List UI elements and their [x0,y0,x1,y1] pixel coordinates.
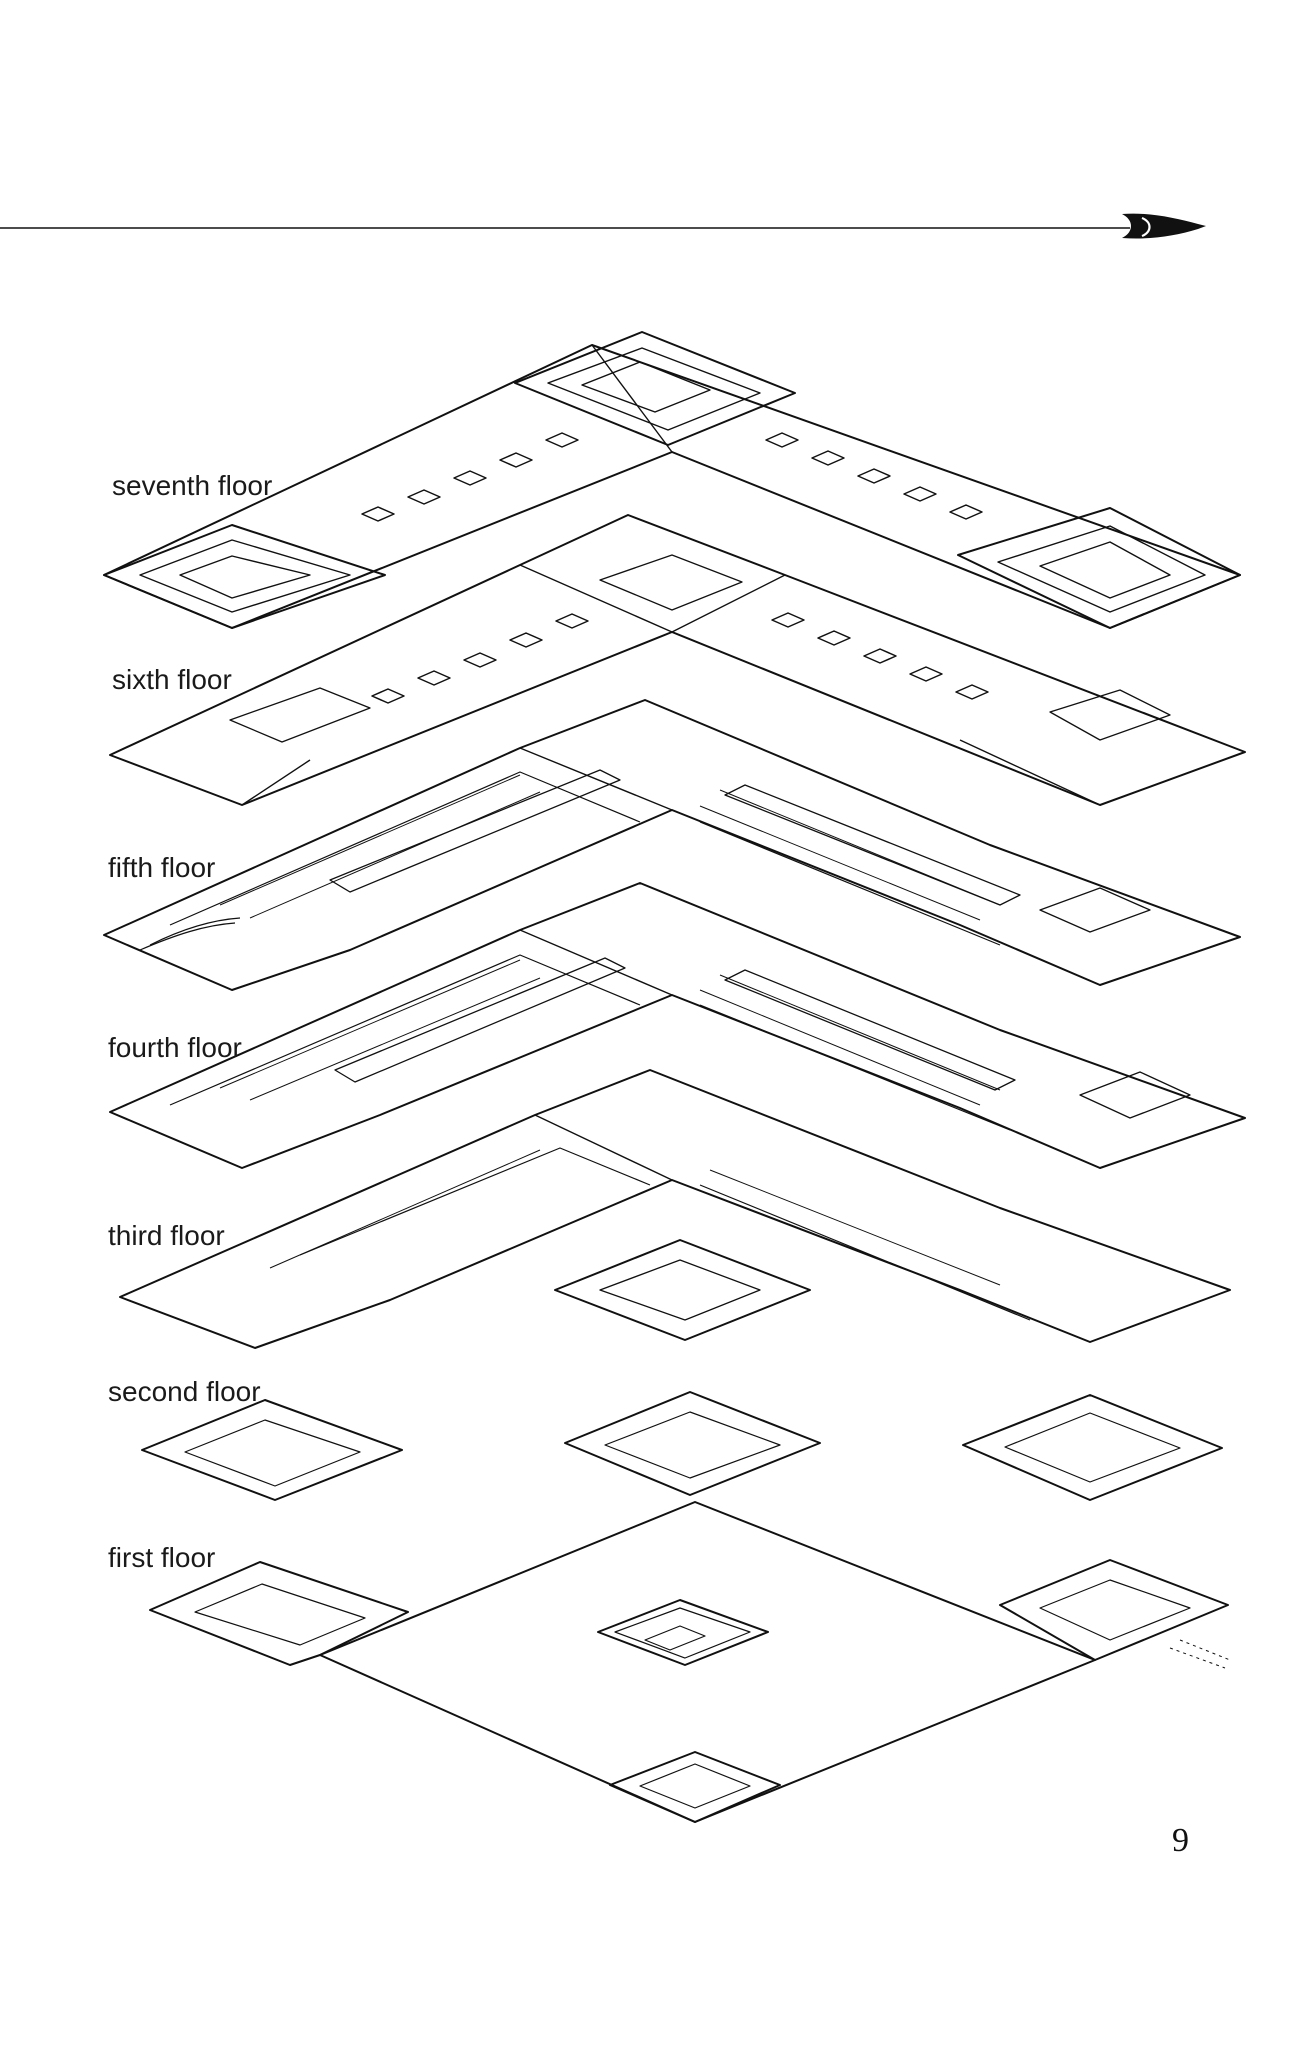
second-floor-plan [141,1391,1223,1501]
first-floor-left-building [149,1561,409,1666]
guard-tower-left [103,524,386,629]
first-floor-plan [149,1501,1231,1823]
seventh-floor-plan [103,331,1241,629]
sixth-floor-plan [109,514,1246,806]
first-floor-guard-tower [597,1599,769,1666]
floor-label-fifth: fifth floor [108,852,216,883]
cell-blocks-third [269,1149,1001,1286]
first-floor-right-building [999,1559,1231,1669]
first-floor-gatehouse [609,1751,781,1823]
floor-label-seventh: seventh floor [112,470,273,501]
rocket-ship-icon [1122,213,1206,239]
second-floor-left-block [141,1399,403,1501]
third-floor-center-block [554,1239,811,1341]
skylights-left [361,432,579,522]
floor-label-sixth: sixth floor [112,664,232,695]
floor-label-fourth: fourth floor [108,1032,242,1063]
fourth-floor-plan [109,882,1246,1169]
floor-label-second: second floor [108,1376,261,1407]
skylights-sixth [371,612,989,704]
floor-label-third: third floor [108,1220,225,1251]
third-floor-plan [119,1069,1231,1349]
cell-blocks-fifth [219,774,1001,921]
skylights-right [765,432,983,520]
guard-tower-right [957,507,1241,629]
cell-blocks-fourth [219,959,1001,1106]
guard-tower-top [514,331,796,446]
fifth-floor-plan [103,699,1241,991]
second-floor-center-block [564,1391,821,1496]
page-number: 9 [1172,1822,1189,1859]
second-floor-right-block [962,1394,1223,1501]
floor-label-first: first floor [108,1542,216,1573]
